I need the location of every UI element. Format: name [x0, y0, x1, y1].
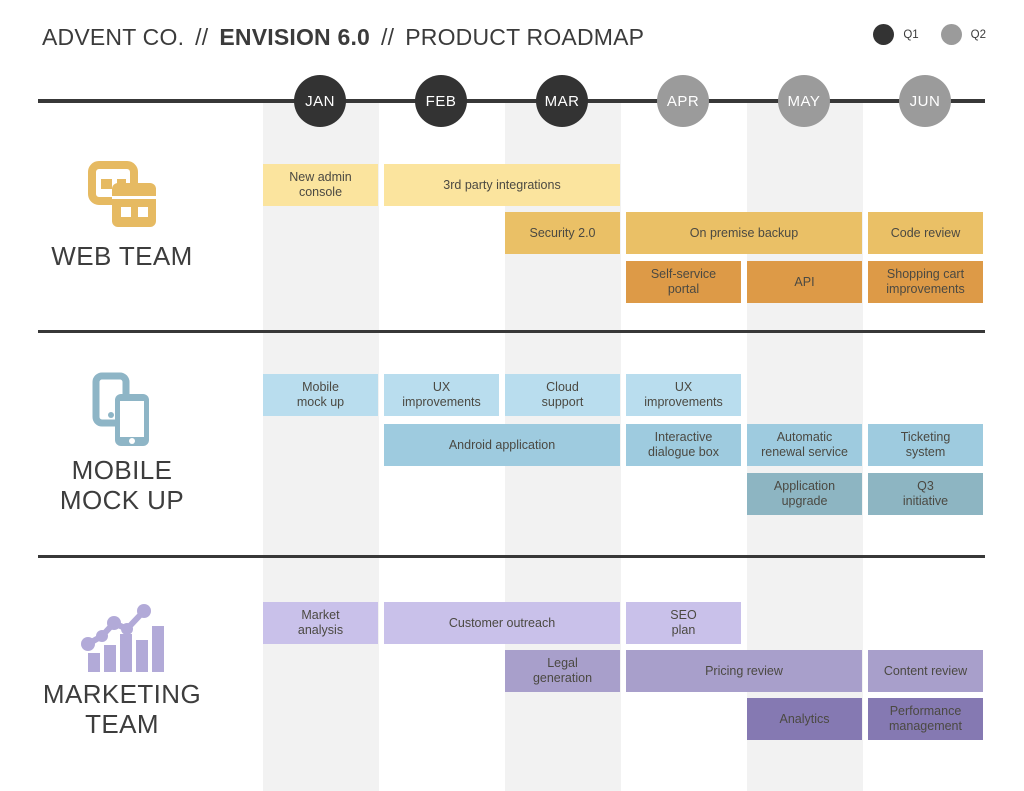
task-bar: Shopping cart improvements [868, 261, 983, 303]
section-divider [38, 555, 985, 558]
task-bar: UX improvements [626, 374, 741, 416]
page-title: ADVENT CO. // ENVISION 6.0 // PRODUCT RO… [42, 24, 644, 51]
month-stripe [263, 103, 379, 791]
task-bar: Q3 initiative [868, 473, 983, 515]
legend-dot-q1 [873, 24, 895, 45]
legend-q1: Q1 [873, 24, 919, 45]
task-bar: Security 2.0 [505, 212, 620, 254]
mobile-phones-icon [92, 372, 149, 446]
task-bar: Self-service portal [626, 261, 741, 303]
month-jan: JAN [294, 75, 346, 127]
task-bar: On premise backup [626, 212, 862, 254]
legend-q2: Q2 [940, 24, 986, 45]
task-bar: API [747, 261, 862, 303]
month-mar: MAR [536, 75, 588, 127]
task-bar: Content review [868, 650, 983, 692]
team-web: WEB TEAM [40, 160, 204, 271]
task-bar: 3rd party integrations [384, 164, 620, 206]
task-bar: SEO plan [626, 602, 741, 644]
timeline-axis [38, 99, 985, 103]
growth-chart-icon [81, 604, 164, 672]
task-bar: New admin console [263, 164, 378, 206]
task-bar: Customer outreach [384, 602, 620, 644]
month-apr: APR [657, 75, 709, 127]
month-feb: FEB [415, 75, 467, 127]
task-bar: Automatic renewal service [747, 424, 862, 466]
team-name: MARKETING TEAM [42, 679, 202, 740]
task-bar: Market analysis [263, 602, 378, 644]
quarter-legend: Q1 Q2 [873, 24, 986, 45]
legend-label: Q2 [970, 28, 986, 41]
team-mobile: MOBILE MOCK UP [40, 372, 204, 516]
task-bar: Ticketing system [868, 424, 983, 466]
task-bar: Android application [384, 424, 620, 466]
task-bar: Legal generation [505, 650, 620, 692]
legend-label: Q1 [903, 28, 919, 41]
title-separator: // [381, 24, 395, 50]
task-bar: Interactive dialogue box [626, 424, 741, 466]
roadmap-title: PRODUCT ROADMAP [405, 24, 645, 50]
task-bar: Performance management [868, 698, 983, 740]
task-bar: UX improvements [384, 374, 499, 416]
browser-windows-icon [88, 161, 156, 227]
company-name: ADVENT CO. [42, 24, 185, 50]
month-may: MAY [778, 75, 830, 127]
product-name: ENVISION 6.0 [219, 24, 371, 50]
month-jun: JUN [899, 75, 951, 127]
team-marketing: MARKETING TEAM [40, 598, 204, 740]
team-name: WEB TEAM [51, 241, 193, 271]
task-bar: Pricing review [626, 650, 862, 692]
team-name: MOBILE MOCK UP [59, 455, 185, 516]
section-divider [38, 330, 985, 333]
task-bar: Application upgrade [747, 473, 862, 515]
task-bar: Code review [868, 212, 983, 254]
title-separator: // [195, 24, 209, 50]
task-bar: Analytics [747, 698, 862, 740]
legend-dot-q2 [940, 24, 962, 45]
task-bar: Cloud support [505, 374, 620, 416]
task-bar: Mobile mock up [263, 374, 378, 416]
